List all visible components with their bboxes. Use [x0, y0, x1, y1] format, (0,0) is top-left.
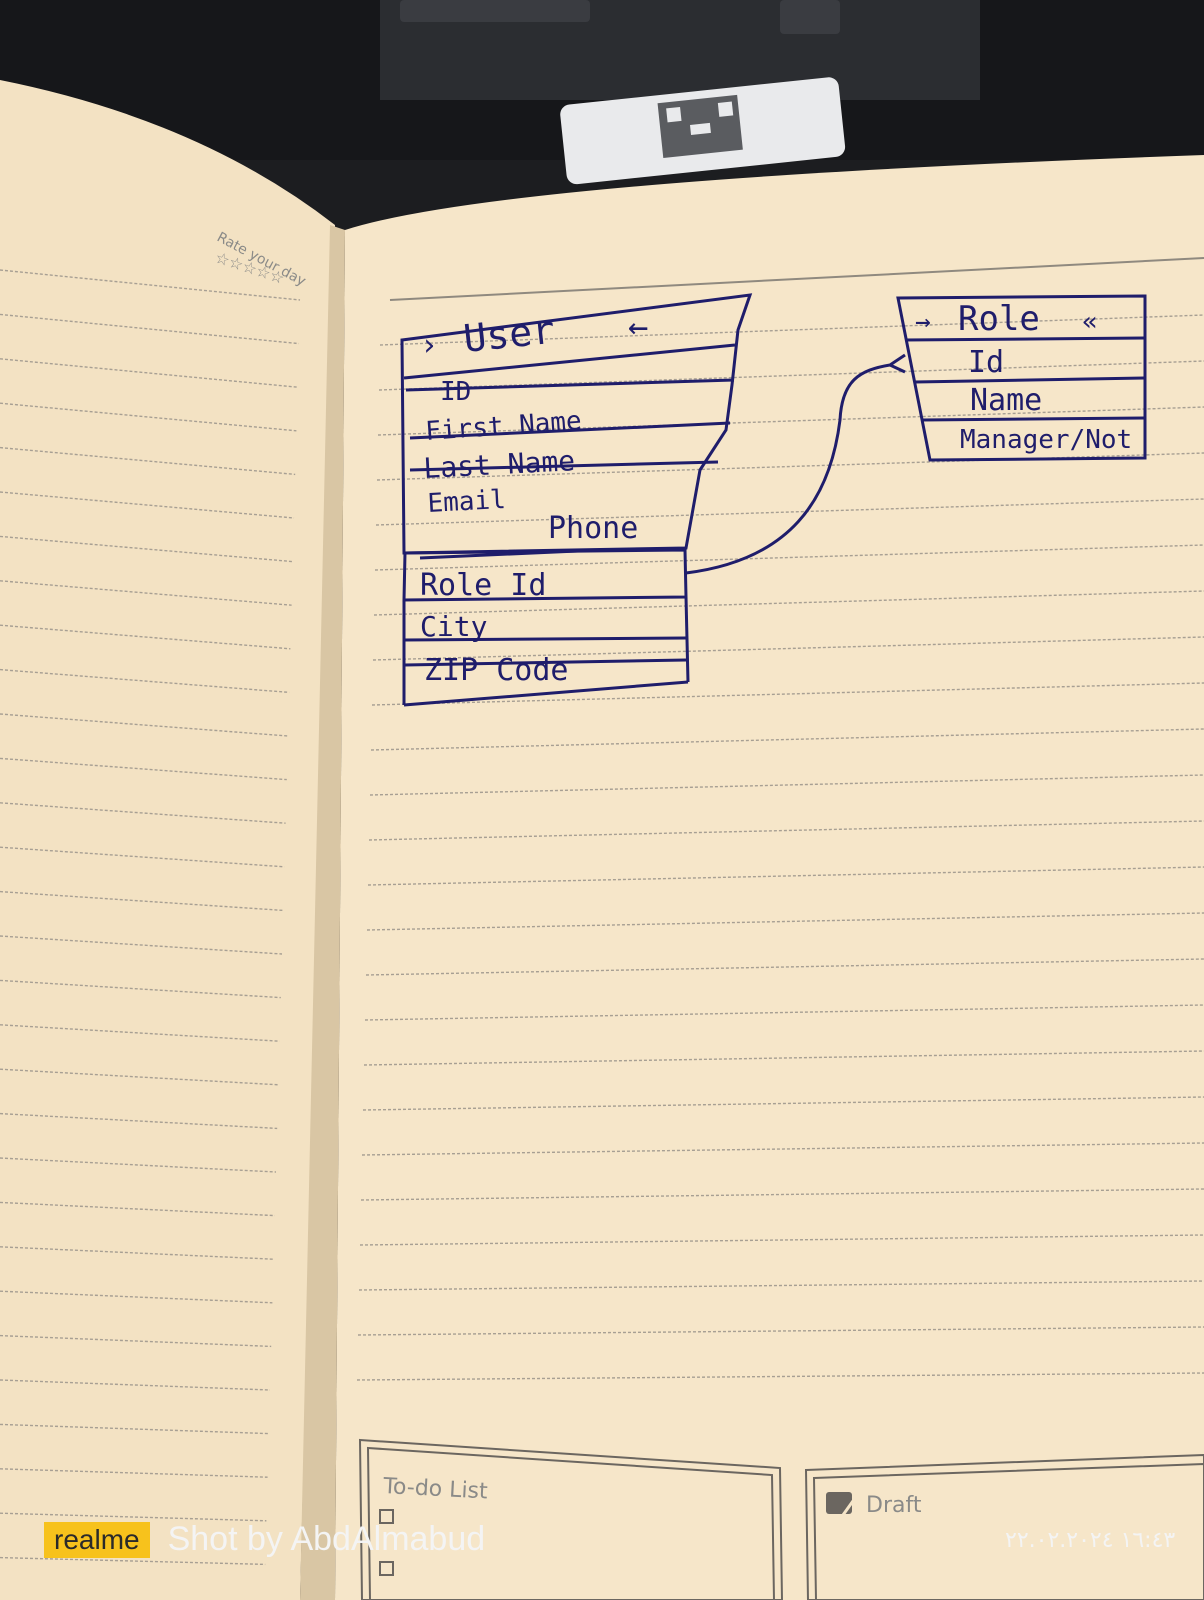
- user-table: [400, 293, 753, 707]
- role-table: [896, 294, 1147, 462]
- arrow-left-icon: ←: [628, 307, 648, 347]
- user-field-id: ID: [440, 377, 471, 407]
- role-table-header: Role: [958, 299, 1040, 339]
- capture-date: ١٦:٤٣ ٢٢.٠٢.٢٠٢٤: [1005, 1528, 1176, 1553]
- qr-card-icon: [560, 77, 846, 185]
- user-field-phone: Phone: [548, 511, 638, 546]
- user-field-zip-code: ZIP Code: [424, 653, 569, 688]
- todo-box: [358, 1438, 784, 1600]
- role-arrow-left-icon: «: [1082, 307, 1098, 337]
- user-table-header: User: [461, 308, 557, 361]
- role-field-name: Name: [970, 383, 1042, 418]
- role-field-id: Id: [968, 345, 1004, 380]
- arrow-right-icon: ›: [420, 328, 438, 363]
- left-page: [0, 80, 335, 1600]
- camera-watermark: realme Shot by AbdAlmabud: [44, 1520, 485, 1559]
- draft-label: Draft: [866, 1493, 922, 1518]
- todo-list-label: To-do List: [382, 1474, 489, 1505]
- role-field-manager: Manager/Not: [960, 425, 1132, 455]
- left-ruled-lines: [0, 269, 301, 1566]
- pencil-icon: [826, 1492, 860, 1523]
- right-page: [335, 155, 1204, 1600]
- shot-by-label: Shot by AbdAlmabud: [167, 1520, 486, 1558]
- user-field-role-id: Role Id: [420, 568, 546, 603]
- relationship-connector: [685, 353, 906, 575]
- user-field-email: Email: [427, 485, 507, 519]
- camera-brand: realme: [44, 1521, 150, 1558]
- draft-box: [804, 1453, 1204, 1600]
- user-field-last-name: Last Name: [423, 444, 576, 485]
- role-arrow-right-icon: →: [915, 307, 931, 337]
- user-field-city: City: [420, 610, 487, 643]
